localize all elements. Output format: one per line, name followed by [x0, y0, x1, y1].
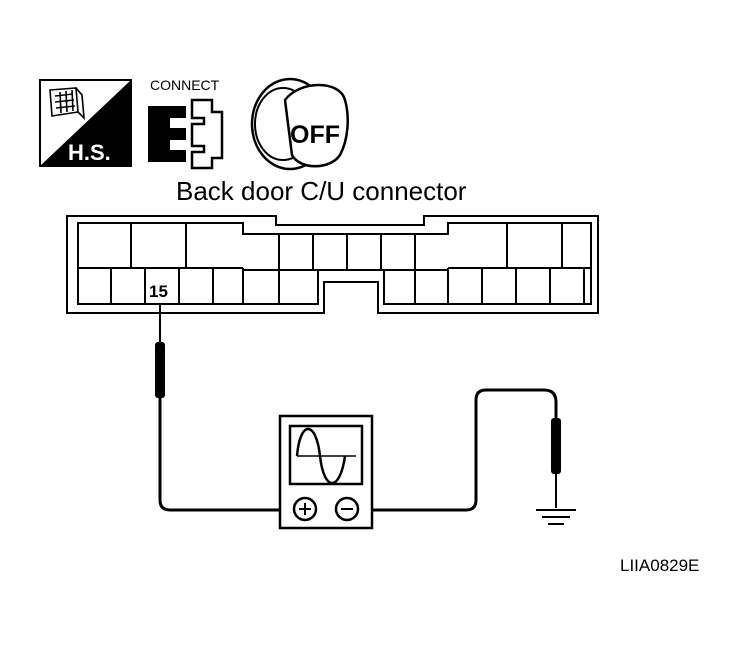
- multimeter: [278, 414, 374, 530]
- pin-probe: [155, 304, 290, 512]
- key-shape: [283, 83, 349, 168]
- ground-symbol-icon: [536, 509, 576, 525]
- reference-code: LIIA0829E: [620, 556, 699, 575]
- connector-plug-left: [148, 106, 186, 162]
- lower-cavities: [110, 268, 585, 304]
- connect-icon: CONNECT: [148, 77, 224, 170]
- harness-side-icon: H.S.: [39, 79, 132, 167]
- connector-body: [66, 215, 599, 314]
- pin-label: 15: [149, 282, 168, 301]
- ignition-label: OFF: [290, 121, 340, 149]
- upper-cavities: [78, 223, 591, 269]
- connector-title: Back door C/U connector: [176, 176, 467, 206]
- middle-cavities: [243, 234, 448, 304]
- connector-plug-right: [190, 98, 224, 170]
- ground-lead: [372, 388, 561, 512]
- positive-terminal: [292, 496, 318, 522]
- harness-side-label: H.S.: [68, 140, 111, 165]
- negative-terminal: [334, 496, 360, 522]
- mini-connector-glyph: [49, 87, 85, 121]
- connect-label: CONNECT: [150, 77, 220, 93]
- ignition-off-icon: OFF: [250, 77, 349, 171]
